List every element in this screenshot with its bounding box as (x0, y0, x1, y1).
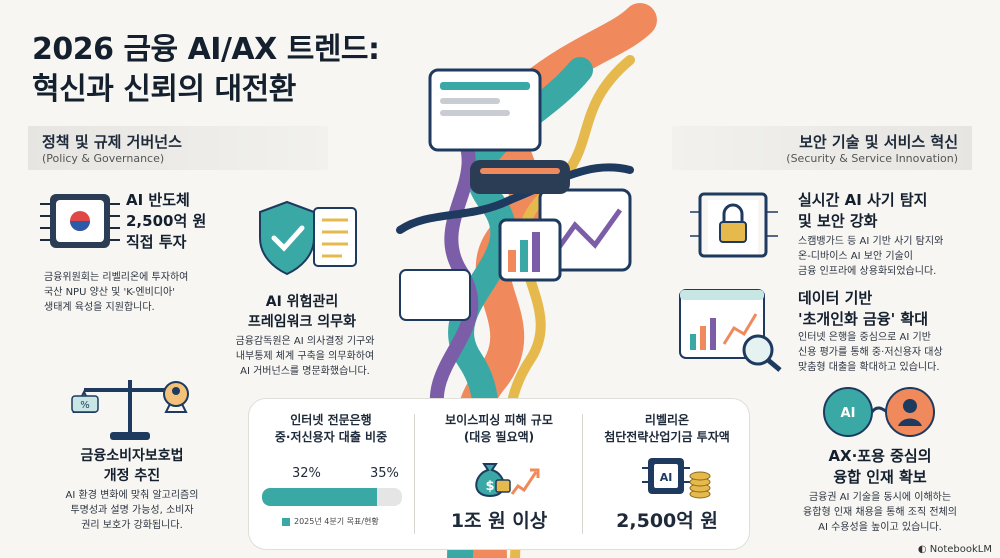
ai-person-link-icon: AI (823, 387, 935, 437)
right-item-3-body: 금융권 AI 기술을 동시에 이해하는 융합형 인재 채용을 통해 조직 전체의… (803, 492, 957, 533)
voice-phishing-title: 보이스피싱 피해 규모 (대응 필요액) (445, 413, 553, 444)
right-section-header: 보안 기술 및 서비스 혁신 (Security & Service Innov… (672, 126, 972, 170)
dollar-sign: $ (485, 479, 494, 494)
ai-chip-coins-icon: AI (642, 458, 711, 499)
page-title: 2026 금융 AI/AX 트렌드: 혁신과 신뢰의 대전환 (32, 30, 380, 110)
data-dashboard-icon (679, 289, 782, 372)
scale-balance-icon: % (71, 380, 189, 440)
left-item-1-body: 금융위원회는 리벨리온에 투자하여 국산 NPU 양산 및 'K-엔비디아' 생… (44, 272, 189, 313)
loan-current-label: 32% (292, 466, 321, 481)
money-bag-alert-icon: $ (475, 463, 540, 498)
stats-divider-1 (414, 414, 415, 534)
legend-swatch (282, 517, 290, 526)
watermark: ◐ NotebookLM (917, 544, 992, 555)
left-item-3-heading: 금융소비자보호법 개정 추진 (80, 448, 184, 484)
rebellion-title: 리벨리온 첨단전략산업기금 투자액 (604, 413, 730, 444)
shield-checklist-icon (259, 200, 357, 276)
left-section-title: 정책 및 규제 거버넌스 (42, 133, 182, 151)
right-item-1-heading: 실시간 AI 사기 탐지 및 보안 강화 (798, 191, 928, 230)
percent-tag: % (80, 400, 90, 411)
loan-target-label: 35% (370, 466, 399, 481)
left-section-subtitle: (Policy & Governance) (42, 152, 165, 165)
loan-progress-bar (262, 488, 402, 506)
left-item-2-body: 금융감독원은 AI 의사결정 기구와 내부통제 체계 구축을 의무화하여 AI … (235, 336, 375, 377)
left-item-1-heading: AI 반도체 2,500억 원 직접 투자 (126, 191, 207, 251)
korea-chip-icon (40, 194, 120, 248)
loan-progress-fill (262, 488, 378, 506)
right-section-subtitle: (Security & Service Innovation) (786, 152, 958, 165)
rebellion-value: 2,500억 원 (616, 510, 718, 532)
lock-scanner-icon (690, 192, 778, 258)
right-item-2-heading: 데이터 기반 '초개인화 금융' 확대 (798, 289, 929, 328)
right-section-title: 보안 기술 및 서비스 혁신 (799, 133, 958, 151)
stats-divider-2 (582, 414, 583, 534)
ai-head-label: AI (841, 406, 856, 421)
left-item-2-heading: AI 위험관리 프레임워크 의무화 (248, 294, 356, 330)
left-section-header: 정책 및 규제 거버넌스 (Policy & Governance) (28, 126, 328, 170)
title-line-1: 2026 금융 AI/AX 트렌드: (32, 32, 380, 67)
voice-phishing-value: 1조 원 이상 (450, 510, 548, 532)
loan-ratio-title: 인터넷 전문은행 중·저신용자 대출 비중 (274, 413, 388, 444)
left-item-3-body: AI 환경 변화에 맞춰 알고리즘의 투명성과 설명 가능성, 소비자 권리 보… (65, 490, 199, 531)
chip-ai-label: AI (660, 471, 673, 484)
right-item-1-body: 스캠뱅가드 등 AI 기반 사기 탐지와 온-디바이스 AI 보안 기술이 금융… (798, 236, 944, 277)
title-line-2: 혁신과 신뢰의 대전환 (32, 72, 296, 107)
loan-legend: 2025년 4분기 목표/현황 (282, 516, 379, 527)
right-item-2-body: 인터넷 은행을 중심으로 AI 기반 신용 평가를 통해 중·저신용자 대상 맞… (798, 332, 943, 373)
notebooklm-icon: ◐ (917, 544, 927, 555)
right-item-3-heading: AX·포용 중심의 융합 인재 확보 (828, 447, 932, 486)
